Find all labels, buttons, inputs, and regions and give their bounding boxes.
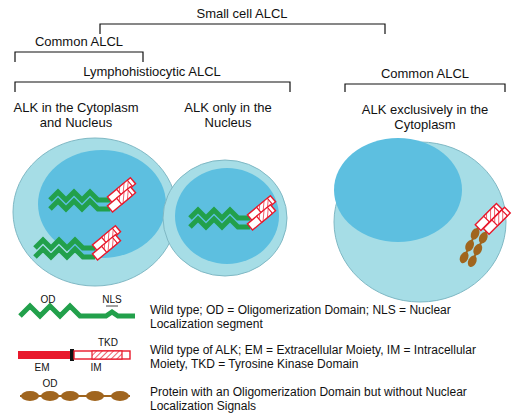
legend-text: Wild type of ALK; EM = Extracellular Moi… [150,343,515,371]
cell [13,138,177,286]
bracket [15,24,505,92]
legend-text: Protein with an Oligomerization Domain b… [150,385,515,413]
domain-label: OD [33,294,63,305]
group-label: Common ALCL [15,34,143,49]
domain-label: OD [35,378,65,389]
cell-label: ALK only in the Nucleus [178,100,278,130]
group-label: Small cell ALCL [142,6,342,21]
domain-label: EM [27,362,57,373]
group-label: Lymphohistiocytic ALCL [52,64,252,79]
cell [163,160,287,276]
domain-label: TKD [91,337,125,348]
cell [334,138,511,302]
group-label: Common ALCL [350,66,500,81]
legend-icon [18,306,135,401]
cell-label: ALK exclusively in the Cytoplasm [360,102,490,132]
cell-label: ALK in the Cytoplasm and Nucleus [6,100,146,130]
legend-text: Wild type; OD = Oligomerization Domain; … [150,303,515,331]
domain-label: IM [81,362,111,373]
domain-label: NLS [95,294,129,305]
